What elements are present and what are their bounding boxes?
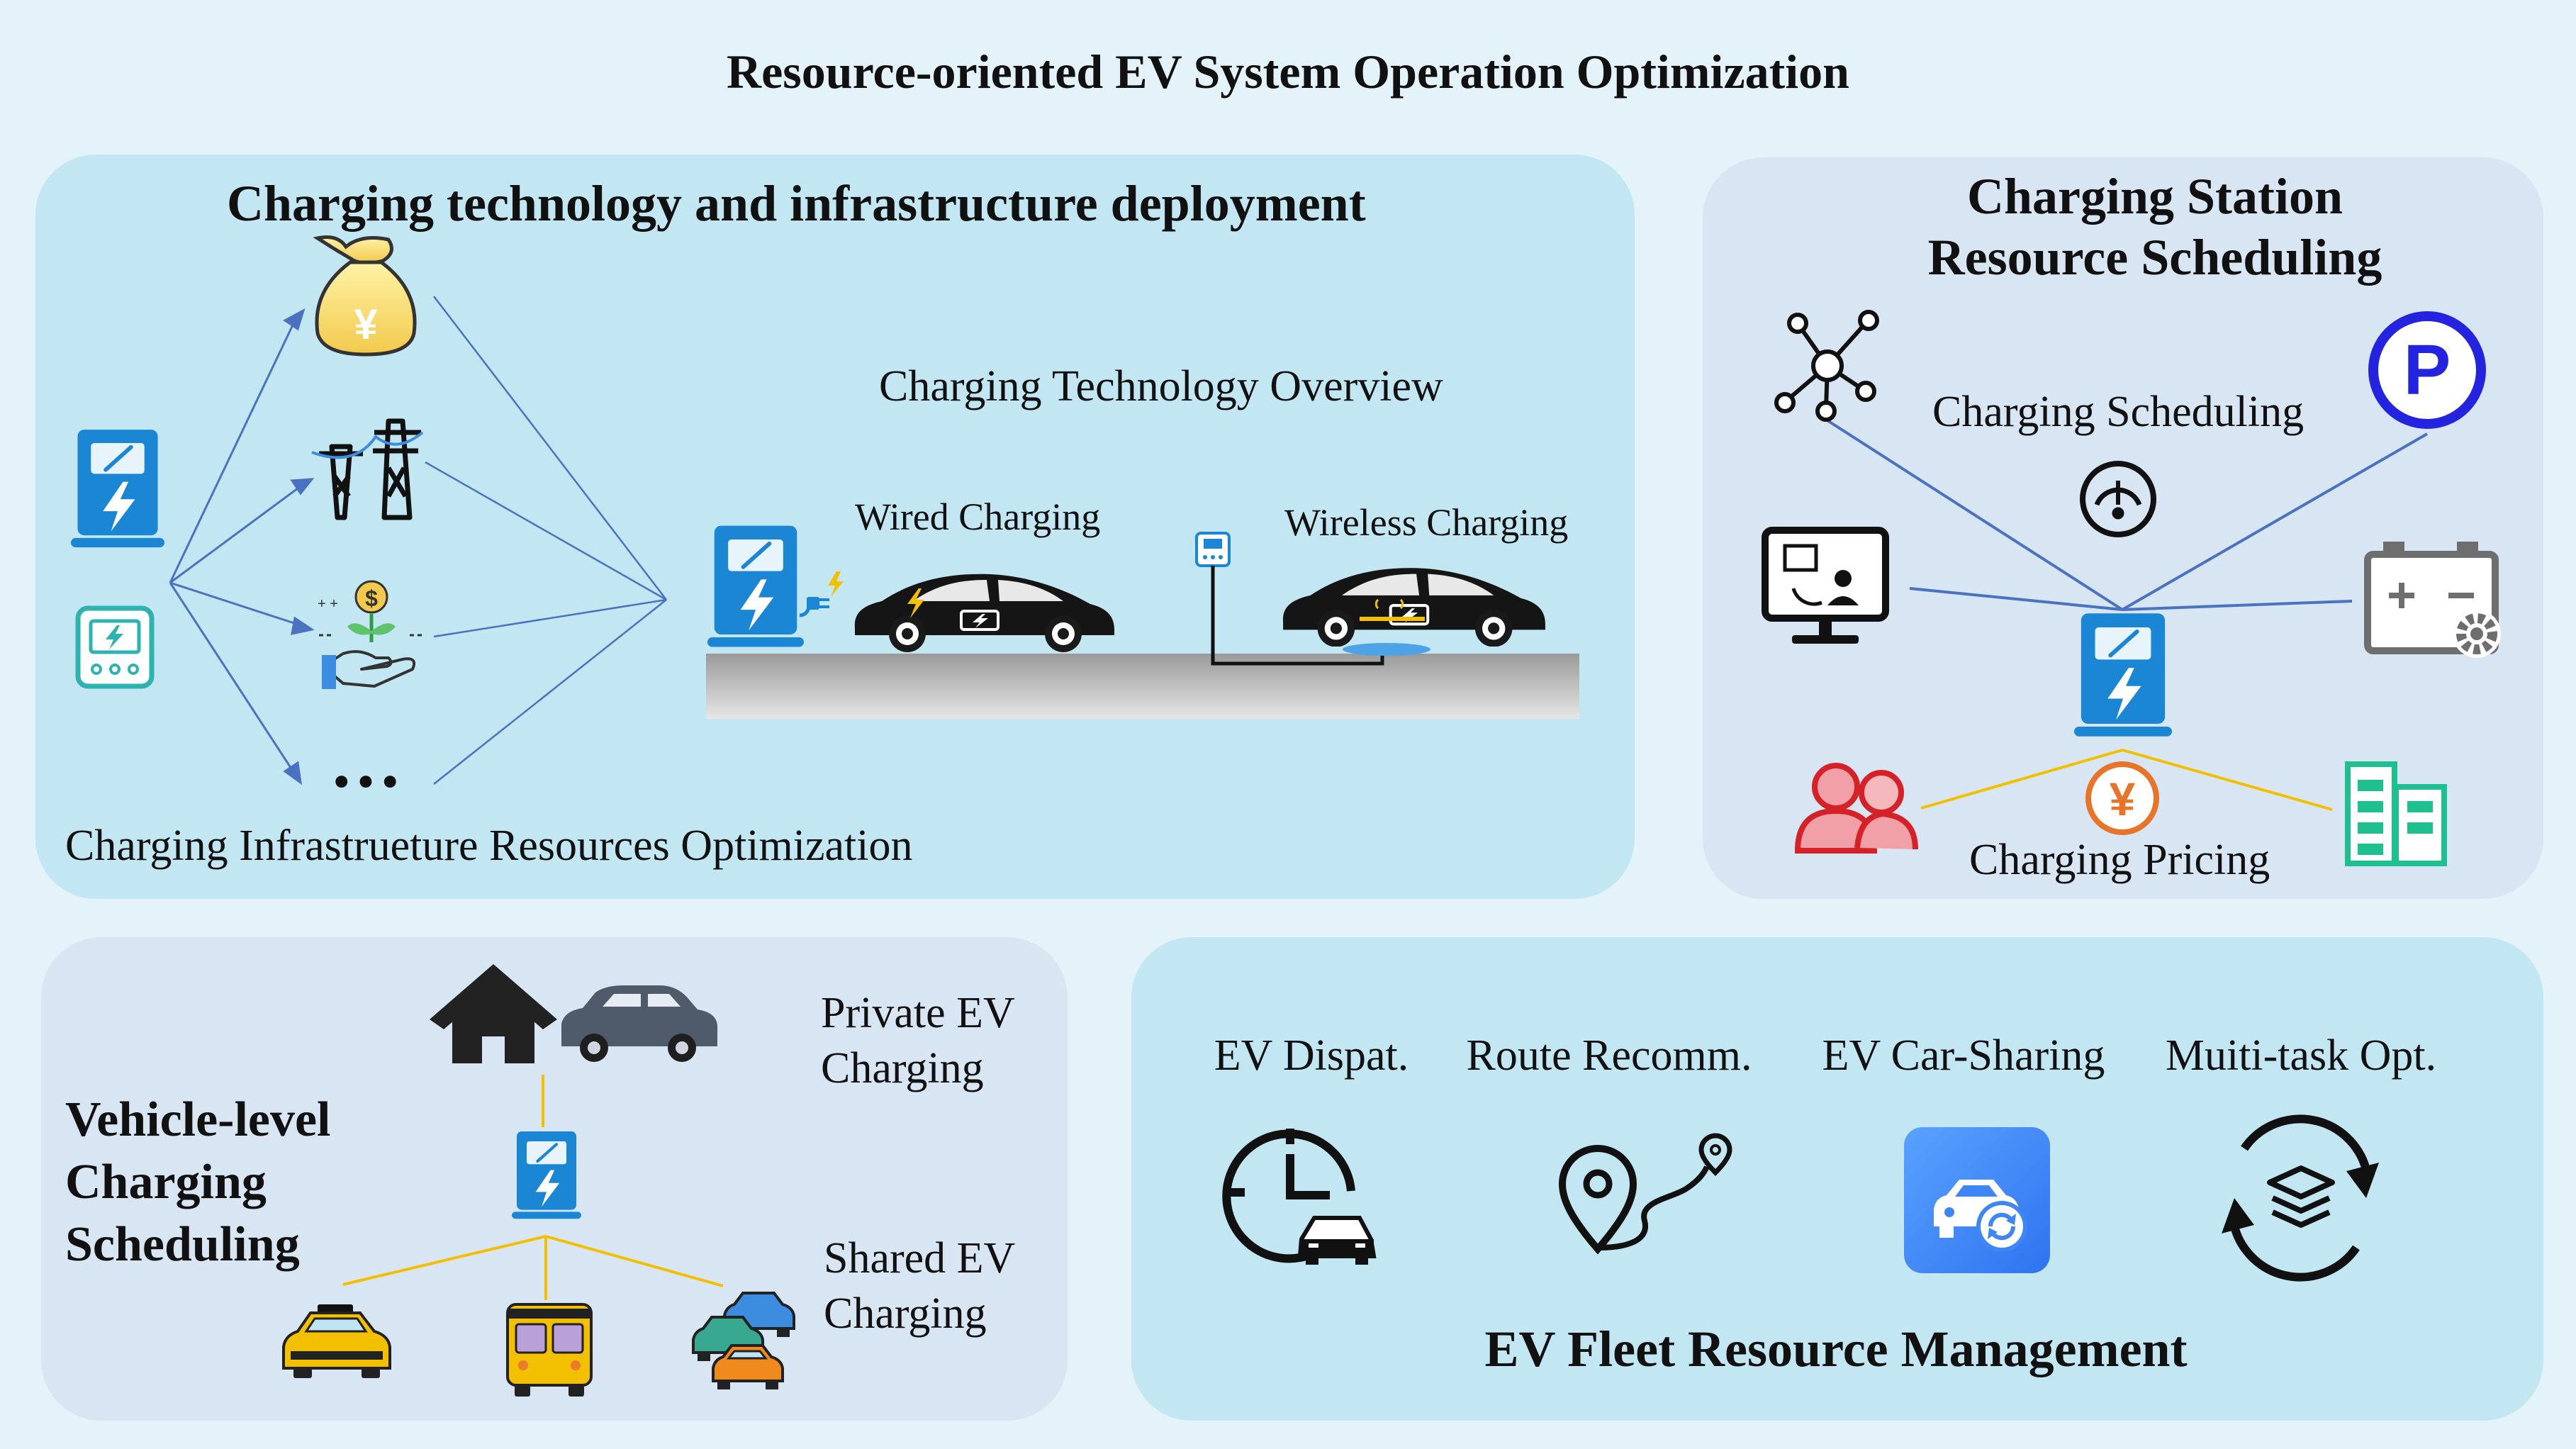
fleet-heading: EV Fleet Resource Management (1484, 1321, 2188, 1377)
pricing-label: Charging Pricing (1969, 836, 2270, 884)
private-car-icon (561, 985, 717, 1062)
private-label-line1: Private EV (821, 989, 1015, 1037)
layers-cycle-icon (2222, 1114, 2379, 1282)
monitor-icon (1762, 527, 1889, 644)
road-icon (706, 654, 1579, 719)
pricing-symbol: ¥ (2110, 773, 2136, 825)
ev-charger-icon (71, 430, 164, 547)
shared-label-line1: Shared EV (824, 1234, 1016, 1282)
station-blue-lines (1820, 415, 2428, 611)
shared-label-line2: Charging (824, 1289, 987, 1338)
wireless-pad-icon (1195, 532, 1430, 666)
overview-label: Charging Technology Overview (879, 362, 1443, 410)
vehicle-heading-line1: Vehicle-level (65, 1092, 331, 1147)
vehicle-heading-line3: Scheduling (65, 1217, 300, 1272)
battery-gear-icon (2364, 542, 2501, 658)
station-charger-icon (2074, 613, 2172, 736)
power-tower-icon (311, 418, 424, 520)
parking-icon: P (2368, 311, 2486, 429)
vehicle-heading-line2: Charging (65, 1155, 267, 1209)
fleet-item-label-dispatch: EV Dispat. (1214, 1031, 1409, 1080)
ellipsis-icon: ••• (330, 759, 403, 807)
wired-label: Wired Charging (855, 496, 1101, 538)
fanout-arrows (169, 308, 315, 785)
plug-icon (799, 571, 844, 617)
bus-icon (506, 1303, 593, 1397)
investment-plant-icon: $ + + (318, 580, 425, 689)
taxi-icon (282, 1304, 391, 1378)
fleet-panel (1131, 937, 2543, 1421)
investment-symbol: $ (365, 586, 378, 611)
wired-charger-icon (707, 526, 804, 647)
fleet-item-label-carsharing: EV Car-Sharing (1822, 1031, 2105, 1080)
wired-car-bolt (907, 588, 924, 618)
page-title: Resource-oriented EV System Operation Op… (727, 45, 1849, 99)
route-pin-icon (1558, 1133, 1732, 1255)
vehicle-charger-icon (512, 1131, 581, 1219)
buildings-icon (2345, 761, 2447, 866)
station-panel (1703, 157, 2543, 899)
fleet-item-label-multitask: Muiti-task Opt. (2165, 1031, 2437, 1080)
house-icon (430, 964, 557, 1063)
svg-text:+ +: + + (318, 596, 338, 612)
parking-symbol: P (2404, 330, 2451, 410)
dispatch-clock-car-icon (1222, 1129, 1377, 1265)
money-bag-symbol: ¥ (354, 301, 378, 348)
fleet-item-label-route: Route Recomm. (1466, 1031, 1752, 1080)
wireless-signal (1360, 598, 1425, 621)
converging-lines (425, 296, 667, 785)
station-heading-line2: Resource Scheduling (1927, 229, 2382, 286)
charge-meter-icon (75, 605, 155, 689)
station-yellow-lines (1920, 749, 2333, 811)
vehicle-yellow-lines (342, 1235, 724, 1300)
wireless-label: Wireless Charging (1284, 501, 1569, 544)
car-sharing-app-icon (1904, 1127, 2050, 1273)
users-icon (1794, 763, 1918, 854)
gauge-icon (2080, 461, 2156, 537)
private-label-line2: Charging (821, 1044, 984, 1092)
infrastructure-heading: Charging technology and infrastructure d… (227, 175, 1366, 232)
shared-cars-icon (692, 1292, 795, 1389)
yuan-coin-icon: ¥ (2085, 761, 2159, 835)
network-icon (1774, 310, 1879, 422)
scheduling-label: Charging Scheduling (1932, 388, 2305, 436)
optimization-label: Charging Infrastrueture Resources Optimi… (65, 822, 913, 870)
money-bag-icon: ¥ (313, 235, 417, 357)
station-heading-line1: Charging Station (1966, 168, 2343, 225)
